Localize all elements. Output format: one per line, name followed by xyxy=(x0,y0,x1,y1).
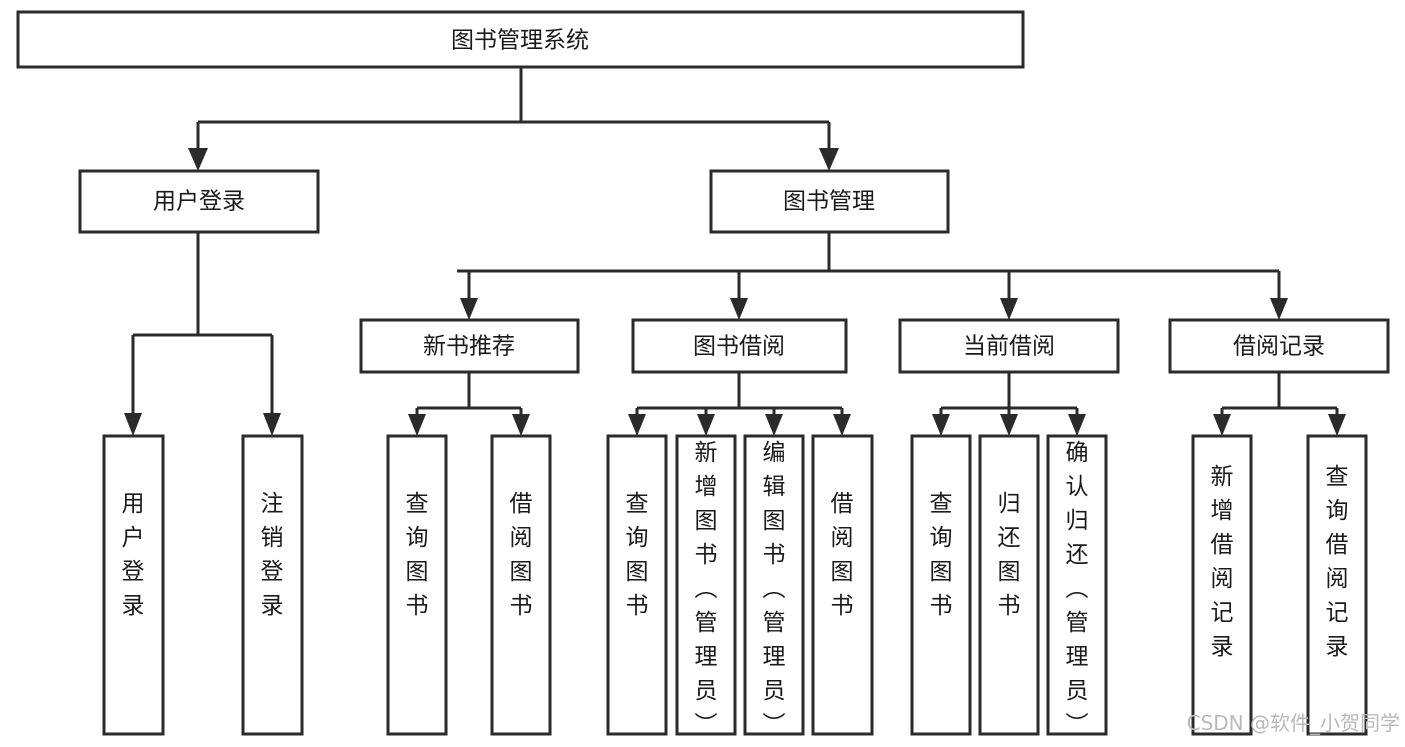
arrow-root-to-bookmgmt xyxy=(819,148,839,171)
node-current-borrow-label: 当前借阅 xyxy=(963,334,1055,360)
node-book-management-label: 图书管理 xyxy=(783,189,875,215)
node-borrow-record-label: 借阅记录 xyxy=(1233,334,1325,360)
leaf-borrow-query-label: 查询图书 xyxy=(626,491,649,619)
leaf-borrow-lend[interactable]: 借阅图书 xyxy=(811,434,874,736)
connector-group-record xyxy=(1213,372,1346,436)
connector-group-root xyxy=(188,67,839,171)
arrow-current-leaf-1 xyxy=(932,414,950,436)
arrow-borrow-leaf-2 xyxy=(697,414,715,436)
arrow-userlogin-leaf-2 xyxy=(263,413,281,436)
leaf-current-confirm-return-label: 确认归还︵管理员︶ xyxy=(1066,440,1089,738)
arrow-current-leaf-2 xyxy=(1000,414,1018,436)
leaf-record-query-label: 查询借阅记录 xyxy=(1326,464,1349,660)
leaf-newbook-query[interactable]: 查询图书 xyxy=(386,434,448,736)
leaf-current-confirm-return[interactable]: 确认归还︵管理员︶ xyxy=(1046,434,1108,738)
leaf-user-login-login-label: 用户登录 xyxy=(122,491,145,619)
leaf-current-confirm-return-box[interactable] xyxy=(1046,434,1108,736)
node-root-box[interactable] xyxy=(16,10,1025,69)
arrow-borrow-leaf-1 xyxy=(628,414,646,436)
leaf-record-add-label: 新增借阅记录 xyxy=(1211,464,1234,660)
node-borrow-record-box[interactable] xyxy=(1168,318,1390,374)
leaf-user-login-logout-label: 注销登录 xyxy=(261,491,284,619)
node-borrow-record[interactable]: 借阅记录 xyxy=(1168,318,1390,374)
node-new-book-recommend-box[interactable] xyxy=(359,318,580,374)
connector-group-newbook xyxy=(408,372,530,436)
leaf-current-query[interactable]: 查询图书 xyxy=(910,434,972,736)
leaf-current-query-box[interactable] xyxy=(910,434,972,736)
node-user-login-box[interactable] xyxy=(78,169,320,234)
leaf-user-login-login-box[interactable] xyxy=(102,434,165,736)
connector-group-userlogin xyxy=(124,232,281,436)
leaf-newbook-borrow-label: 借阅图书 xyxy=(510,491,533,619)
leaf-user-login-logout-box[interactable] xyxy=(241,434,304,736)
node-root-label: 图书管理系统 xyxy=(451,28,589,54)
node-book-management[interactable]: 图书管理 xyxy=(709,169,950,234)
leaf-current-return-label: 归还图书 xyxy=(998,491,1021,619)
leaf-current-return-box[interactable] xyxy=(978,434,1040,736)
arrow-newbook-leaf-1 xyxy=(408,414,426,436)
leaf-record-query[interactable]: 查询借阅记录 xyxy=(1306,434,1368,736)
arrow-bookmgmt-to-borrow xyxy=(730,298,748,320)
leaf-borrow-edit[interactable]: 编辑图书︵管理员︶ xyxy=(743,434,805,738)
node-book-borrow[interactable]: 图书借阅 xyxy=(631,318,848,374)
node-new-book-recommend-label: 新书推荐 xyxy=(423,334,515,360)
node-user-login-label: 用户登录 xyxy=(153,189,245,215)
arrow-bookmgmt-to-newbook xyxy=(460,298,478,320)
arrow-borrow-leaf-3 xyxy=(765,414,783,436)
leaf-current-query-label: 查询图书 xyxy=(930,491,953,619)
leaf-borrow-lend-label: 借阅图书 xyxy=(831,491,854,619)
leaf-user-login-login[interactable]: 用户登录 xyxy=(102,434,165,736)
leaf-newbook-borrow-box[interactable] xyxy=(490,434,552,736)
leaf-borrow-add-label: 新增图书︵管理员︶ xyxy=(695,440,718,738)
arrow-root-to-userlogin xyxy=(188,148,208,171)
node-root[interactable]: 图书管理系统 xyxy=(16,10,1025,69)
node-book-borrow-box[interactable] xyxy=(631,318,848,374)
arrow-userlogin-leaf-1 xyxy=(124,413,142,436)
connector-group-borrow xyxy=(628,372,851,436)
leaf-newbook-borrow[interactable]: 借阅图书 xyxy=(490,434,552,736)
arrow-current-leaf-3 xyxy=(1068,414,1086,436)
connector-group-bookmgmt xyxy=(457,232,1288,320)
arrow-bookmgmt-to-current xyxy=(1000,298,1018,320)
leaf-record-query-box[interactable] xyxy=(1306,434,1368,736)
arrow-bookmgmt-to-record xyxy=(1270,298,1288,320)
leaf-borrow-edit-box[interactable] xyxy=(743,434,805,736)
arrow-record-leaf-2 xyxy=(1328,414,1346,436)
node-new-book-recommend[interactable]: 新书推荐 xyxy=(359,318,580,374)
leaf-borrow-lend-box[interactable] xyxy=(811,434,874,736)
node-book-management-box[interactable] xyxy=(709,169,950,234)
leaf-borrow-add[interactable]: 新增图书︵管理员︶ xyxy=(675,434,737,738)
node-book-borrow-label: 图书借阅 xyxy=(693,334,785,360)
arrow-newbook-leaf-2 xyxy=(512,414,530,436)
leaf-record-add[interactable]: 新增借阅记录 xyxy=(1191,434,1253,736)
arrow-borrow-leaf-4 xyxy=(833,414,851,436)
node-user-login[interactable]: 用户登录 xyxy=(78,169,320,234)
node-current-borrow-box[interactable] xyxy=(898,318,1120,374)
arrow-record-leaf-1 xyxy=(1213,414,1231,436)
leaf-newbook-query-box[interactable] xyxy=(386,434,448,736)
leaf-current-return[interactable]: 归还图书 xyxy=(978,434,1040,736)
connector-group-current xyxy=(932,372,1086,436)
leaf-user-login-logout[interactable]: 注销登录 xyxy=(241,434,304,736)
leaf-borrow-add-box[interactable] xyxy=(675,434,737,736)
leaf-record-add-box[interactable] xyxy=(1191,434,1253,736)
leaf-borrow-edit-label: 编辑图书︵管理员︶ xyxy=(763,440,786,738)
csdn-watermark: CSDN @软件_小贺同学 xyxy=(1187,711,1400,735)
leaf-newbook-query-label: 查询图书 xyxy=(406,491,429,619)
leaf-borrow-query-box[interactable] xyxy=(606,434,668,736)
leaf-borrow-query[interactable]: 查询图书 xyxy=(606,434,668,736)
node-current-borrow[interactable]: 当前借阅 xyxy=(898,318,1120,374)
